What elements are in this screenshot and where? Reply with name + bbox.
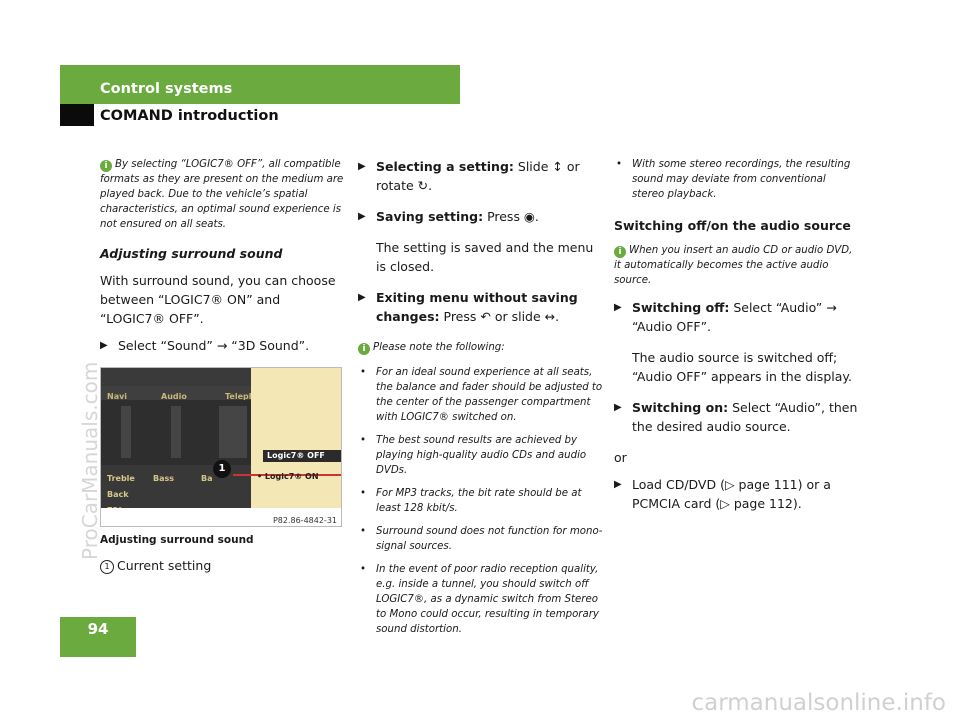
selection-line bbox=[233, 474, 341, 476]
screen-equalizer bbox=[101, 400, 251, 465]
column-2: ▶ Selecting a setting: Slide ↕ or rotate… bbox=[358, 157, 603, 645]
watermark-left: ProCarManuals.com bbox=[78, 361, 102, 560]
step-arrow-icon: ▶ bbox=[614, 302, 622, 313]
display-screenshot: Navi Audio Teleph Treble Bass Ba Back 72… bbox=[100, 367, 342, 527]
screen-side-menu bbox=[251, 368, 341, 526]
step-arrow-icon: ▶ bbox=[614, 479, 622, 490]
step-text: Slide ↕ or rotate ↻. bbox=[376, 159, 580, 193]
instruction-step: ▶ Exiting menu without saving changes: P… bbox=[358, 288, 603, 326]
bullet-item: •With some stereo recordings, the result… bbox=[616, 159, 851, 200]
info-note-title: Please note the following: bbox=[373, 342, 505, 353]
figure-caption: Adjusting surround sound bbox=[100, 534, 254, 546]
bullet-text: Surround sound does not function for mon… bbox=[376, 526, 603, 552]
info-icon: i bbox=[358, 343, 370, 355]
step-bold: Switching off: bbox=[632, 300, 730, 315]
eq-panel bbox=[219, 406, 247, 458]
bullet-item: •Surround sound does not function for mo… bbox=[360, 526, 603, 552]
info-note-text: When you insert an audio CD or audio DVD… bbox=[614, 245, 853, 286]
column-3: •With some stereo recordings, the result… bbox=[614, 157, 859, 525]
image-code-strip: P82.86-4842-31 bbox=[101, 508, 341, 526]
step-text: Press ↶ or slide ↔. bbox=[443, 309, 560, 324]
instruction-step: ▶ Saving setting: Press ◉. bbox=[358, 207, 603, 226]
page-number-box bbox=[60, 617, 136, 657]
step-text: Select “Audio” → “Audio OFF”. bbox=[632, 300, 837, 334]
bullet-text: With some stereo recordings, the resulti… bbox=[632, 159, 851, 200]
page-number: 94 bbox=[87, 620, 109, 638]
instruction-step: ▶ Switching on: Select “Audio”, then the… bbox=[614, 398, 859, 436]
screen-top-bar bbox=[101, 368, 251, 386]
step-bold: Selecting a setting: bbox=[376, 159, 514, 174]
menu-treble: Treble bbox=[107, 474, 135, 483]
option-logic7-on: • Logic7® ON bbox=[257, 472, 319, 481]
header-tab bbox=[60, 104, 94, 126]
navbar-item: Teleph bbox=[225, 392, 255, 401]
section-heading: Switching off/on the audio source bbox=[614, 218, 851, 233]
step-text: Select “Sound” → “3D Sound”. bbox=[118, 338, 310, 353]
info-icon: i bbox=[100, 160, 112, 172]
step-bold: Saving setting: bbox=[376, 209, 484, 224]
step-bold: Switching on: bbox=[632, 400, 729, 415]
option-logic7-off: Logic7® OFF bbox=[263, 450, 341, 462]
bullet-item: •In the event of poor radio reception qu… bbox=[360, 564, 599, 635]
image-code: P82.86-4842-31 bbox=[272, 516, 337, 525]
step-bold: Exiting menu without saving changes: bbox=[376, 290, 578, 324]
legend-number: 1 bbox=[100, 560, 114, 574]
instruction-step: ▶ Select “Sound” → “3D Sound”. bbox=[100, 336, 345, 355]
step-arrow-icon: ▶ bbox=[100, 340, 108, 351]
bullet-item: •For MP3 tracks, the bit rate should be … bbox=[360, 488, 582, 514]
navbar-item: Audio bbox=[161, 392, 187, 401]
step-arrow-icon: ▶ bbox=[614, 402, 622, 413]
navbar-item: Navi bbox=[107, 392, 128, 401]
step-text: Load CD/DVD (▷ page 111) or a PCMCIA car… bbox=[632, 477, 831, 511]
info-icon: i bbox=[614, 246, 626, 258]
callout-marker: 1 bbox=[213, 460, 231, 478]
eq-bar bbox=[121, 406, 131, 458]
header-bar bbox=[60, 65, 460, 104]
step-result: The setting is saved and the menu is clo… bbox=[376, 240, 594, 274]
subsection-title: COMAND introduction bbox=[100, 108, 279, 124]
step-text: Press ◉. bbox=[487, 209, 539, 224]
body-paragraph: With surround sound, you can choose betw… bbox=[100, 273, 336, 326]
step-arrow-icon: ▶ bbox=[358, 211, 366, 222]
step-text: Select “Audio”, then the desired audio s… bbox=[632, 400, 858, 434]
instruction-step: ▶ Load CD/DVD (▷ page 111) or a PCMCIA c… bbox=[614, 475, 859, 513]
menu-bass: Bass bbox=[153, 474, 175, 483]
bullet-item: •For an ideal sound experience at all se… bbox=[360, 367, 603, 423]
menu-back: Back bbox=[107, 490, 129, 499]
menu-balance: Ba bbox=[201, 474, 213, 483]
instruction-step: ▶ Switching off: Select “Audio” → “Audio… bbox=[614, 298, 859, 336]
bullet-text: In the event of poor radio reception qua… bbox=[376, 564, 599, 635]
or-text: or bbox=[614, 450, 627, 465]
bullet-text: For an ideal sound experience at all sea… bbox=[376, 367, 603, 423]
eq-bar bbox=[171, 406, 181, 458]
step-arrow-icon: ▶ bbox=[358, 292, 366, 303]
bullet-text: The best sound results are achieved by p… bbox=[376, 435, 587, 476]
info-note-text: By selecting “LOGIC7® OFF”, all compatib… bbox=[100, 159, 344, 230]
section-title: Control systems bbox=[100, 81, 233, 97]
step-arrow-icon: ▶ bbox=[358, 161, 366, 172]
section-heading: Adjusting surround sound bbox=[100, 246, 283, 261]
step-result: The audio source is switched off; “Audio… bbox=[632, 350, 852, 384]
instruction-step: ▶ Selecting a setting: Slide ↕ or rotate… bbox=[358, 157, 603, 195]
bullet-text: For MP3 tracks, the bit rate should be a… bbox=[376, 488, 582, 514]
bullet-item: •The best sound results are achieved by … bbox=[360, 435, 587, 476]
screen-navbar: Navi Audio Teleph bbox=[101, 386, 254, 401]
watermark-bottom: carmanualsonline.info bbox=[691, 690, 946, 716]
legend-text: Current setting bbox=[117, 558, 212, 573]
